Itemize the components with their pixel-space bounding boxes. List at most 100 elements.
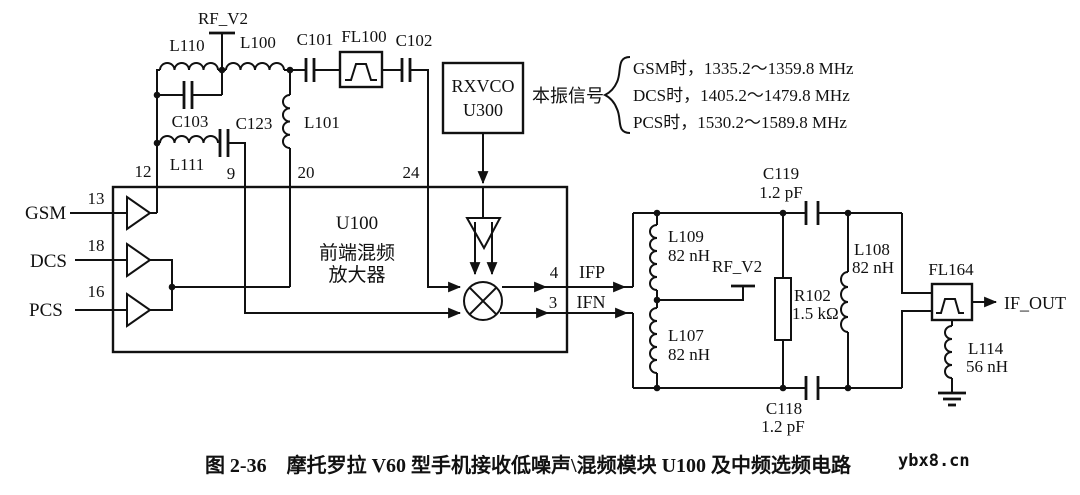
pin-18: 18 <box>88 236 105 255</box>
l107-ref: L107 <box>668 326 704 345</box>
lo-note-label: 本振信号 <box>532 86 604 106</box>
lo-note-gsm: GSM时，1335.2～1359.8 MHz <box>633 59 854 78</box>
pin-4: 4 <box>550 263 559 282</box>
l100-label: L100 <box>240 33 276 52</box>
u100-name: U100 <box>336 213 378 234</box>
capacitor-C103 <box>182 81 194 109</box>
if-out-label: IF_OUT <box>1004 293 1066 313</box>
c103-label: C103 <box>172 112 209 131</box>
pcs-amp-icon <box>126 292 152 328</box>
ifp-label: IFP <box>579 262 605 282</box>
wire-pin9 <box>228 142 246 187</box>
ifn-label: IFN <box>576 292 605 312</box>
lo-frequency-note: 本振信号 GSM时，1335.2～1359.8 MHz DCS时，1405.2～… <box>532 56 854 134</box>
l107-val: 82 nH <box>668 345 710 364</box>
dcs-input-label: DCS <box>30 251 67 272</box>
capacitor-C118 <box>804 376 820 400</box>
pin-12: 12 <box>135 162 152 181</box>
capacitor-C102 <box>400 58 412 82</box>
lo-note-pcs: PCS时，1530.2～1589.8 MHz <box>633 113 847 132</box>
pin-16: 16 <box>88 282 105 301</box>
junction-dot <box>844 384 852 392</box>
bandpass-icon <box>936 298 964 314</box>
inductor-L101 <box>281 94 291 149</box>
dcs-pcs-join-wire <box>150 259 173 311</box>
watermark: ybx8.cn <box>898 451 970 471</box>
junction-dot <box>653 209 661 217</box>
wire <box>156 69 160 187</box>
junction-dot <box>844 209 852 217</box>
c118-ref: C118 <box>766 399 802 418</box>
l109-val: 82 nH <box>668 246 710 265</box>
figure-caption: 图 2-36 摩托罗拉 V60 型手机接收低噪声\混频模块 U100 及中频选频… <box>205 453 852 477</box>
r102-ref: R102 <box>794 286 831 305</box>
u100-outline <box>111 185 569 354</box>
inductor-L109 <box>649 224 658 291</box>
c102-label: C102 <box>396 31 433 50</box>
u100-desc-2: 放大器 <box>328 264 385 286</box>
junction-dot <box>153 139 161 147</box>
lo-note-dcs: DCS时，1405.2～1479.8 MHz <box>633 86 850 105</box>
junction-dot <box>779 384 787 392</box>
fl164-label: FL164 <box>928 260 974 279</box>
wire <box>901 213 932 294</box>
pcs-input-label: PCS <box>29 300 63 321</box>
rf-v2-tap-label: RF_V2 <box>712 257 762 276</box>
wire-pin24 <box>410 69 429 187</box>
l101-label: L101 <box>304 113 340 132</box>
pin-24: 24 <box>403 163 421 182</box>
c118-val: 1.2 pF <box>761 417 804 436</box>
pin-20: 20 <box>298 163 315 182</box>
l108-ref: L108 <box>854 240 890 259</box>
pin-13: 13 <box>88 189 105 208</box>
wire-to-pin20 <box>172 187 291 288</box>
rf-v2-tap-tee <box>657 284 755 301</box>
bandpass-icon <box>345 63 377 81</box>
ground-icon <box>938 391 966 407</box>
pin-9: 9 <box>227 164 236 183</box>
gsm-input-label: GSM <box>25 203 66 224</box>
u100-module: U100 前端混频 放大器 12 9 20 24 13 18 16 4 3 <box>88 162 569 354</box>
u300-label: U300 <box>463 100 503 120</box>
inductor-L114 <box>944 325 953 379</box>
l110-label: L110 <box>169 36 204 55</box>
gsm-amp-out-wire <box>150 187 158 214</box>
capacitor-C101 <box>304 58 316 82</box>
c119-ref: C119 <box>763 164 799 183</box>
capacitor-C123 <box>218 129 230 157</box>
inductor-L108 <box>840 271 849 333</box>
inductor-L110 <box>159 62 219 71</box>
fl100-label: FL100 <box>341 27 386 46</box>
l109-ref: L109 <box>668 227 704 246</box>
pin-3: 3 <box>549 293 558 312</box>
lo-buffer-amp-icon <box>465 217 502 251</box>
filter-FL100 <box>338 50 384 89</box>
c119-val: 1.2 pF <box>759 183 802 202</box>
rf-v2-label: RF_V2 <box>198 9 248 28</box>
resistor-R102 <box>774 213 792 388</box>
rf-v2-supply-tee <box>209 31 235 70</box>
rf-matching-network: RF_V2 L110 L100 C101 FL100 C102 C103 C12… <box>153 9 433 187</box>
dcs-amp-icon <box>126 242 152 278</box>
l111-label: L111 <box>170 155 205 174</box>
if-tank-network: L109 82 nH RF_V2 L107 82 nH C119 1.2 pF … <box>632 164 1066 436</box>
local-oscillator: RXVCO U300 <box>441 61 525 276</box>
mixer <box>463 281 503 321</box>
inductor-L111 <box>159 135 219 144</box>
input-amplifiers: GSM DCS PCS <box>25 187 462 328</box>
pin24-to-mixer-wire <box>427 187 462 293</box>
gsm-amp-icon <box>126 195 152 231</box>
junction-dot <box>779 209 787 217</box>
inductor-L107 <box>649 307 658 374</box>
l114-ref: L114 <box>968 339 1004 358</box>
u100-desc-1: 前端混频 <box>319 242 395 264</box>
pin9-to-mixer-wire <box>244 187 462 319</box>
wire <box>901 310 932 388</box>
rxvco-box <box>441 61 525 135</box>
l114-val: 56 nH <box>966 357 1008 376</box>
brace-icon <box>602 56 631 134</box>
inductor-L100 <box>225 62 285 71</box>
c101-label: C101 <box>297 30 334 49</box>
